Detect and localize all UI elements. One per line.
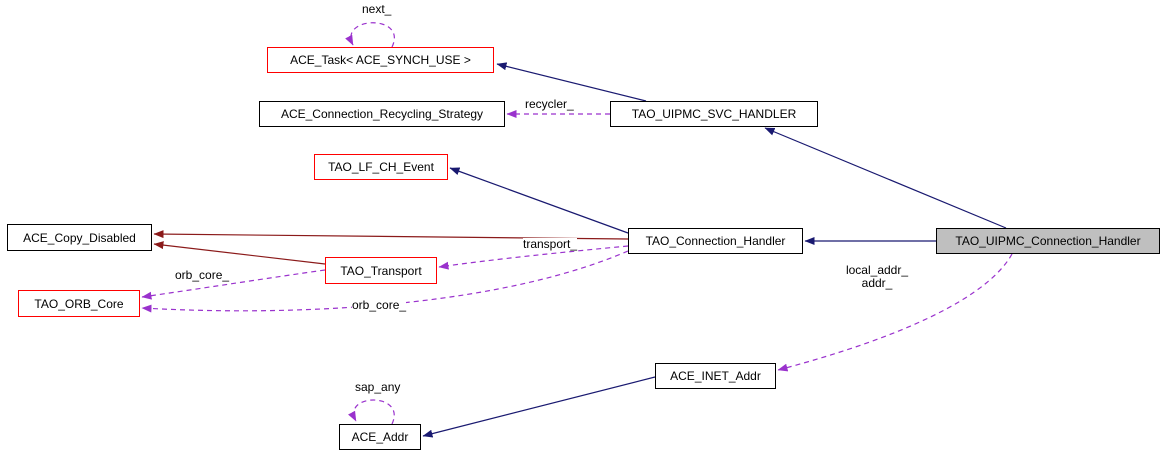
class-node-label: TAO_LF_CH_Event xyxy=(328,160,434,174)
class-node-label: ACE_Addr xyxy=(351,430,409,444)
edge-label-transport: transport_ xyxy=(523,237,578,251)
edge-ace-task-self-next xyxy=(345,22,395,48)
class-node-label: ACE_Connection_Recycling_Strategy xyxy=(280,107,484,121)
edge-label-local-addr-line1: local_addr_ xyxy=(845,263,909,277)
class-node-ace-addr[interactable]: ACE_Addr xyxy=(339,424,421,450)
class-node-ace-task[interactable]: ACE_Task< ACE_SYNCH_USE > xyxy=(267,47,494,73)
class-node-label: ACE_Copy_Disabled xyxy=(23,230,136,245)
class-node-tao-uipmc-svc-handler[interactable]: TAO_UIPMC_SVC_HANDLER xyxy=(610,101,818,127)
class-node-tao-orb-core[interactable]: TAO_ORB_Core xyxy=(18,290,140,317)
class-node-label: TAO_Transport xyxy=(340,263,422,278)
class-node-tao-lf-ch-event[interactable]: TAO_LF_CH_Event xyxy=(314,154,448,180)
edge-tao-transport-to-orb-core xyxy=(141,269,326,300)
class-node-tao-connection-handler[interactable]: TAO_Connection_Handler xyxy=(628,228,803,254)
edge-label-next: next_ xyxy=(362,2,392,16)
class-node-label: TAO_Connection_Handler xyxy=(645,234,786,248)
class-node-tao-uipmc-connection-handler: TAO_UIPMC_Connection_Handler xyxy=(936,228,1160,254)
class-node-label: ACE_INET_Addr xyxy=(670,369,761,383)
class-node-tao-transport[interactable]: TAO_Transport xyxy=(325,257,437,284)
edge-label-local-addr: local_addr_ addr_ xyxy=(840,264,914,290)
class-node-ace-inet-addr[interactable]: ACE_INET_Addr xyxy=(655,363,776,389)
edge-tao-connection-handler-to-lf-ch-event xyxy=(449,167,629,234)
edge-tao-connection-handler-to-orb-core xyxy=(141,250,629,313)
class-node-ace-copy-disabled[interactable]: ACE_Copy_Disabled xyxy=(7,224,152,251)
edge-label-recycler: recycler_ xyxy=(525,97,574,111)
edge-tao-uipmc-connection-handler-to-inet-addr xyxy=(777,253,1013,372)
edge-ace-inet-addr-to-ace-addr xyxy=(422,376,656,438)
edge-label-orb-core-from-transport: orb_core_ xyxy=(175,268,230,282)
edge-tao-uipmc-svc-handler-to-ace-task xyxy=(496,62,647,102)
edge-label-orb-core-from-connection-handler: orb_core_ xyxy=(352,298,407,312)
edge-tao-uipmc-connection-handler-to-svc-handler xyxy=(764,127,1007,229)
edge-tao-transport-to-copy-disabled xyxy=(153,241,326,265)
edge-label-local-addr-line2: addr_ xyxy=(861,276,893,290)
class-node-label: TAO_UIPMC_Connection_Handler xyxy=(955,234,1141,248)
class-node-label: ACE_Task< ACE_SYNCH_USE > xyxy=(290,53,471,67)
class-node-ace-connection-recycling-strategy[interactable]: ACE_Connection_Recycling_Strategy xyxy=(259,101,505,127)
edge-ace-addr-self-sap-any xyxy=(347,399,395,425)
class-node-label: TAO_UIPMC_SVC_HANDLER xyxy=(631,107,797,121)
class-node-label: TAO_ORB_Core xyxy=(34,296,124,311)
edge-label-sap-any: sap_any xyxy=(355,380,401,394)
